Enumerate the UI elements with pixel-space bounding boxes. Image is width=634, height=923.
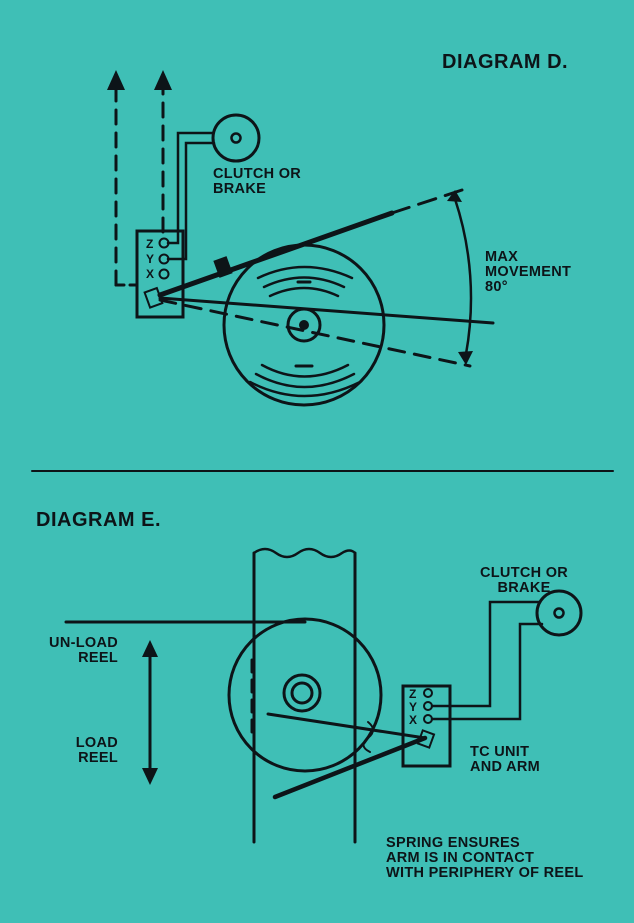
arrow-up-icon (107, 70, 125, 90)
terminal-z (423, 688, 433, 698)
arrow-down-icon (142, 768, 158, 785)
d-terminal-y-label: Y (146, 252, 154, 266)
arrow-up-icon (154, 70, 172, 90)
e-terminal-z-label: Z (409, 687, 416, 701)
diagram-d-tc-unit-box (135, 229, 185, 319)
diagram-d-wires (166, 131, 216, 261)
diagram-d-clutch-label: CLUTCH OR BRAKE (213, 166, 302, 198)
unload-reel-line-1: UN-LOAD (49, 635, 118, 651)
load-direction-arrow (142, 640, 158, 785)
diagram-e-tape (252, 547, 357, 844)
arrow-up-icon (142, 640, 158, 657)
load-reel-line-2: REEL (78, 750, 118, 767)
spring-note-line-2: ARM IS IN CONTACT (386, 850, 535, 867)
tc-unit-line-1: TC UNIT (470, 744, 530, 760)
diagram-d-clutch-line-1: CLUTCH OR (213, 166, 302, 182)
max-movement-angle: 80° (485, 279, 508, 296)
terminal-x (158, 268, 170, 280)
diagram-d-clutch-line-2: BRAKE (213, 181, 267, 198)
diagram-e-tc-unit-box (401, 684, 452, 768)
unload-reel-line-2: REEL (78, 650, 118, 667)
diagram-e-wires (430, 600, 544, 721)
diagram-e-title: DIAGRAM E. (36, 509, 161, 531)
diagram-d-arm (157, 210, 395, 298)
unload-reel-label: UN-LOAD REEL (44, 635, 118, 667)
diagram-e-arm-upper (266, 712, 427, 740)
spring-icon (362, 721, 374, 753)
diagram-e-reel (227, 617, 383, 773)
max-movement-label: MAX MOVEMENT 80° (485, 249, 572, 296)
diagram-e-clutch-line-2: BRAKE (497, 580, 551, 597)
diagram-e-arm (272, 735, 428, 800)
d-terminal-z-label: Z (146, 237, 153, 251)
diagram-d-reel (222, 243, 386, 407)
spring-note: SPRING ENSURES ARM IS IN CONTACT WITH PE… (386, 835, 584, 882)
diagram-e-clutch-line-1: CLUTCH OR (480, 565, 569, 581)
spring-note-line-3: WITH PERIPHERY OF REEL (386, 865, 584, 882)
d-terminal-x-label: X (146, 267, 154, 281)
load-reel-label: LOAD REEL (44, 735, 118, 767)
diagram-d-clutch-wheel (211, 113, 261, 163)
load-reel-line-1: LOAD (75, 735, 118, 751)
max-movement-line-2: MOVEMENT (485, 264, 572, 281)
diagram-e-clutch-wheel (535, 589, 583, 637)
max-movement-arc (453, 197, 473, 356)
tc-unit-line-2: AND ARM (470, 759, 541, 776)
diagram-e-clutch-label: CLUTCH OR BRAKE (480, 565, 569, 597)
diagram-e-pivot (416, 729, 436, 749)
diagram-d-title: DIAGRAM D. (442, 51, 569, 73)
max-movement-line-1: MAX (485, 249, 519, 265)
e-terminal-y-label: Y (409, 700, 417, 714)
diagram-d-dashed-arrows (107, 70, 172, 287)
e-terminal-x-label: X (409, 713, 417, 727)
tc-unit-label: TC UNIT AND ARM (470, 744, 541, 776)
spring-note-line-1: SPRING ENSURES (386, 835, 520, 851)
